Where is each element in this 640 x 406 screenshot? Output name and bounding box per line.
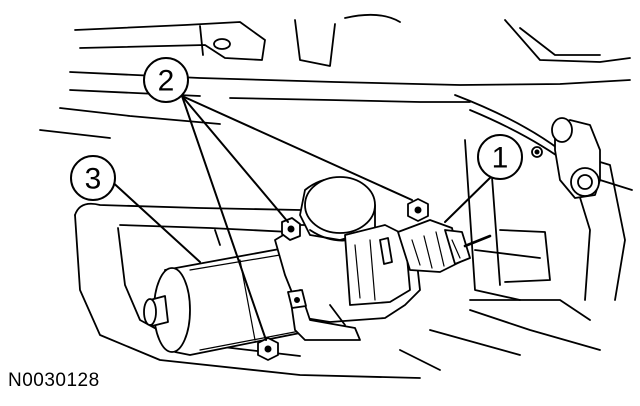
nut-icon	[531, 146, 543, 158]
callout-1: 1	[477, 134, 523, 180]
callout-3: 3	[70, 155, 116, 201]
callout-2: 2	[143, 57, 189, 103]
electrical-connector	[379, 219, 492, 273]
bolt-lower	[257, 337, 279, 361]
grommet	[551, 117, 601, 199]
bolt-upper-right	[407, 198, 429, 222]
leader-lines	[107, 95, 497, 341]
callout-2-label: 2	[158, 65, 175, 98]
wiper-motor	[143, 176, 421, 356]
callout-3-label: 3	[85, 163, 102, 196]
figure-id: N0030128	[8, 370, 100, 391]
bolt-upper-left	[281, 217, 301, 241]
mounting-bolts	[257, 198, 429, 361]
callout-1-label: 1	[492, 142, 509, 175]
